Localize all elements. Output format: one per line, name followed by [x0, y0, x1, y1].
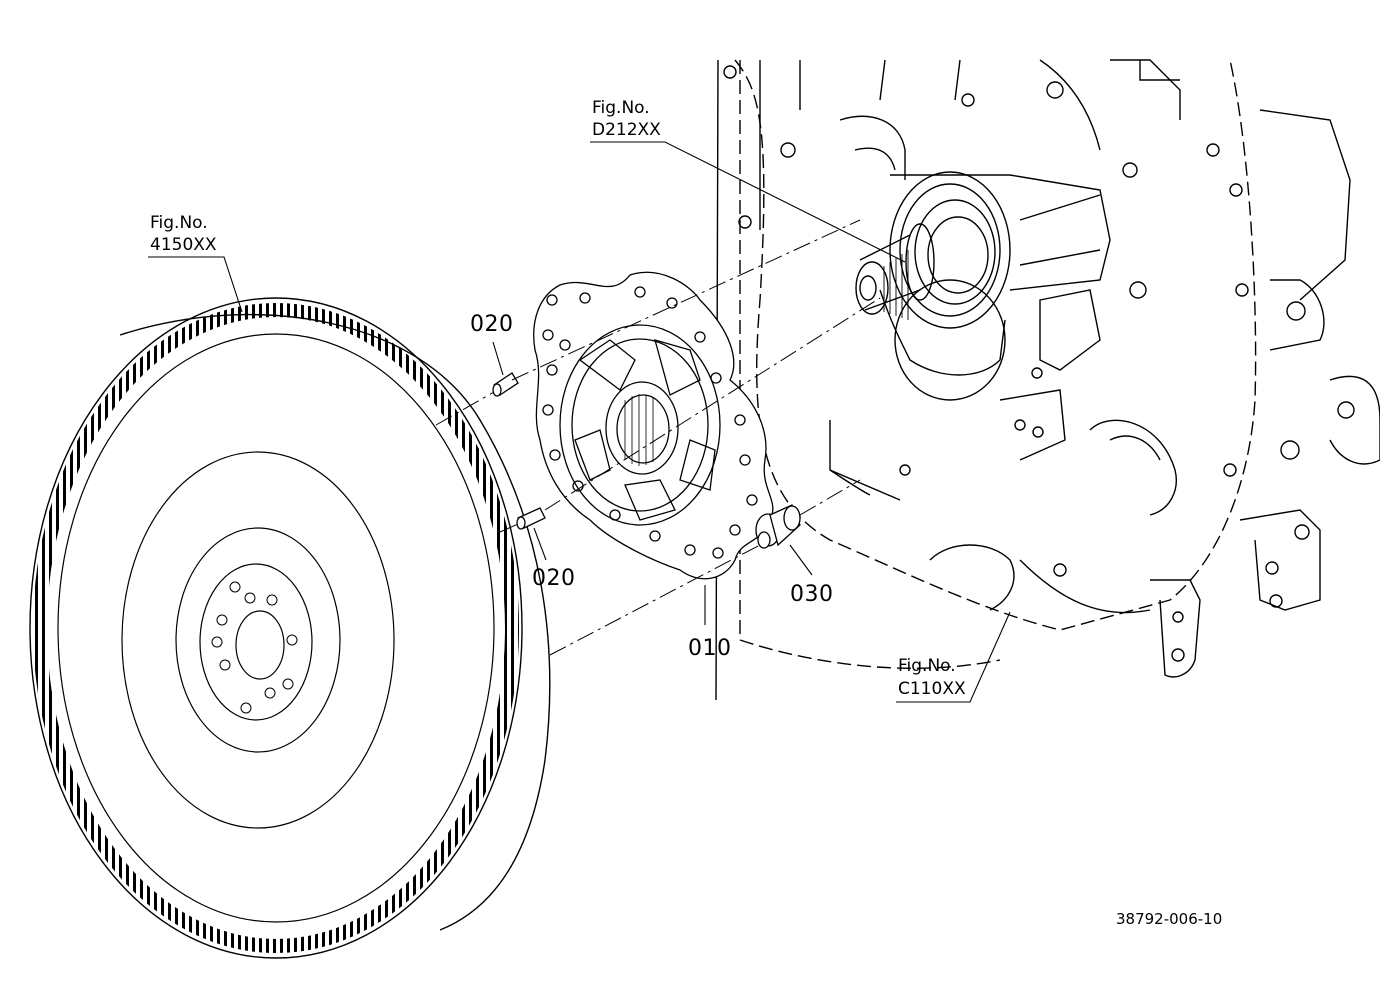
drawing-code: 38792-006-10 [1116, 910, 1223, 928]
callout-fig-d212-line2: D212XX [592, 120, 661, 140]
callout-fig-c110-line1: Fig.No. [898, 656, 956, 676]
part-label-020-top: 020 [470, 312, 514, 337]
callout-fig-4150-line1: Fig.No. [150, 213, 208, 233]
pin-020-lower [516, 507, 546, 530]
clutch-disc [533, 271, 774, 580]
part-label-030: 030 [790, 582, 834, 607]
assembly-axes [435, 219, 881, 656]
callout-fig-4150-line2: 4150XX [150, 235, 217, 255]
part-label-010: 010 [688, 636, 732, 661]
flywheel [29, 297, 551, 959]
callout-fig-c110-line2: C110XX [898, 679, 966, 699]
callout-fig-d212-line1: Fig.No. [592, 98, 650, 118]
bolt-030 [755, 504, 801, 549]
leader-lines [148, 141, 1011, 703]
transmission-housing [715, 59, 1380, 701]
part-label-020-bottom: 020 [532, 566, 576, 591]
pin-020-upper [492, 372, 519, 397]
